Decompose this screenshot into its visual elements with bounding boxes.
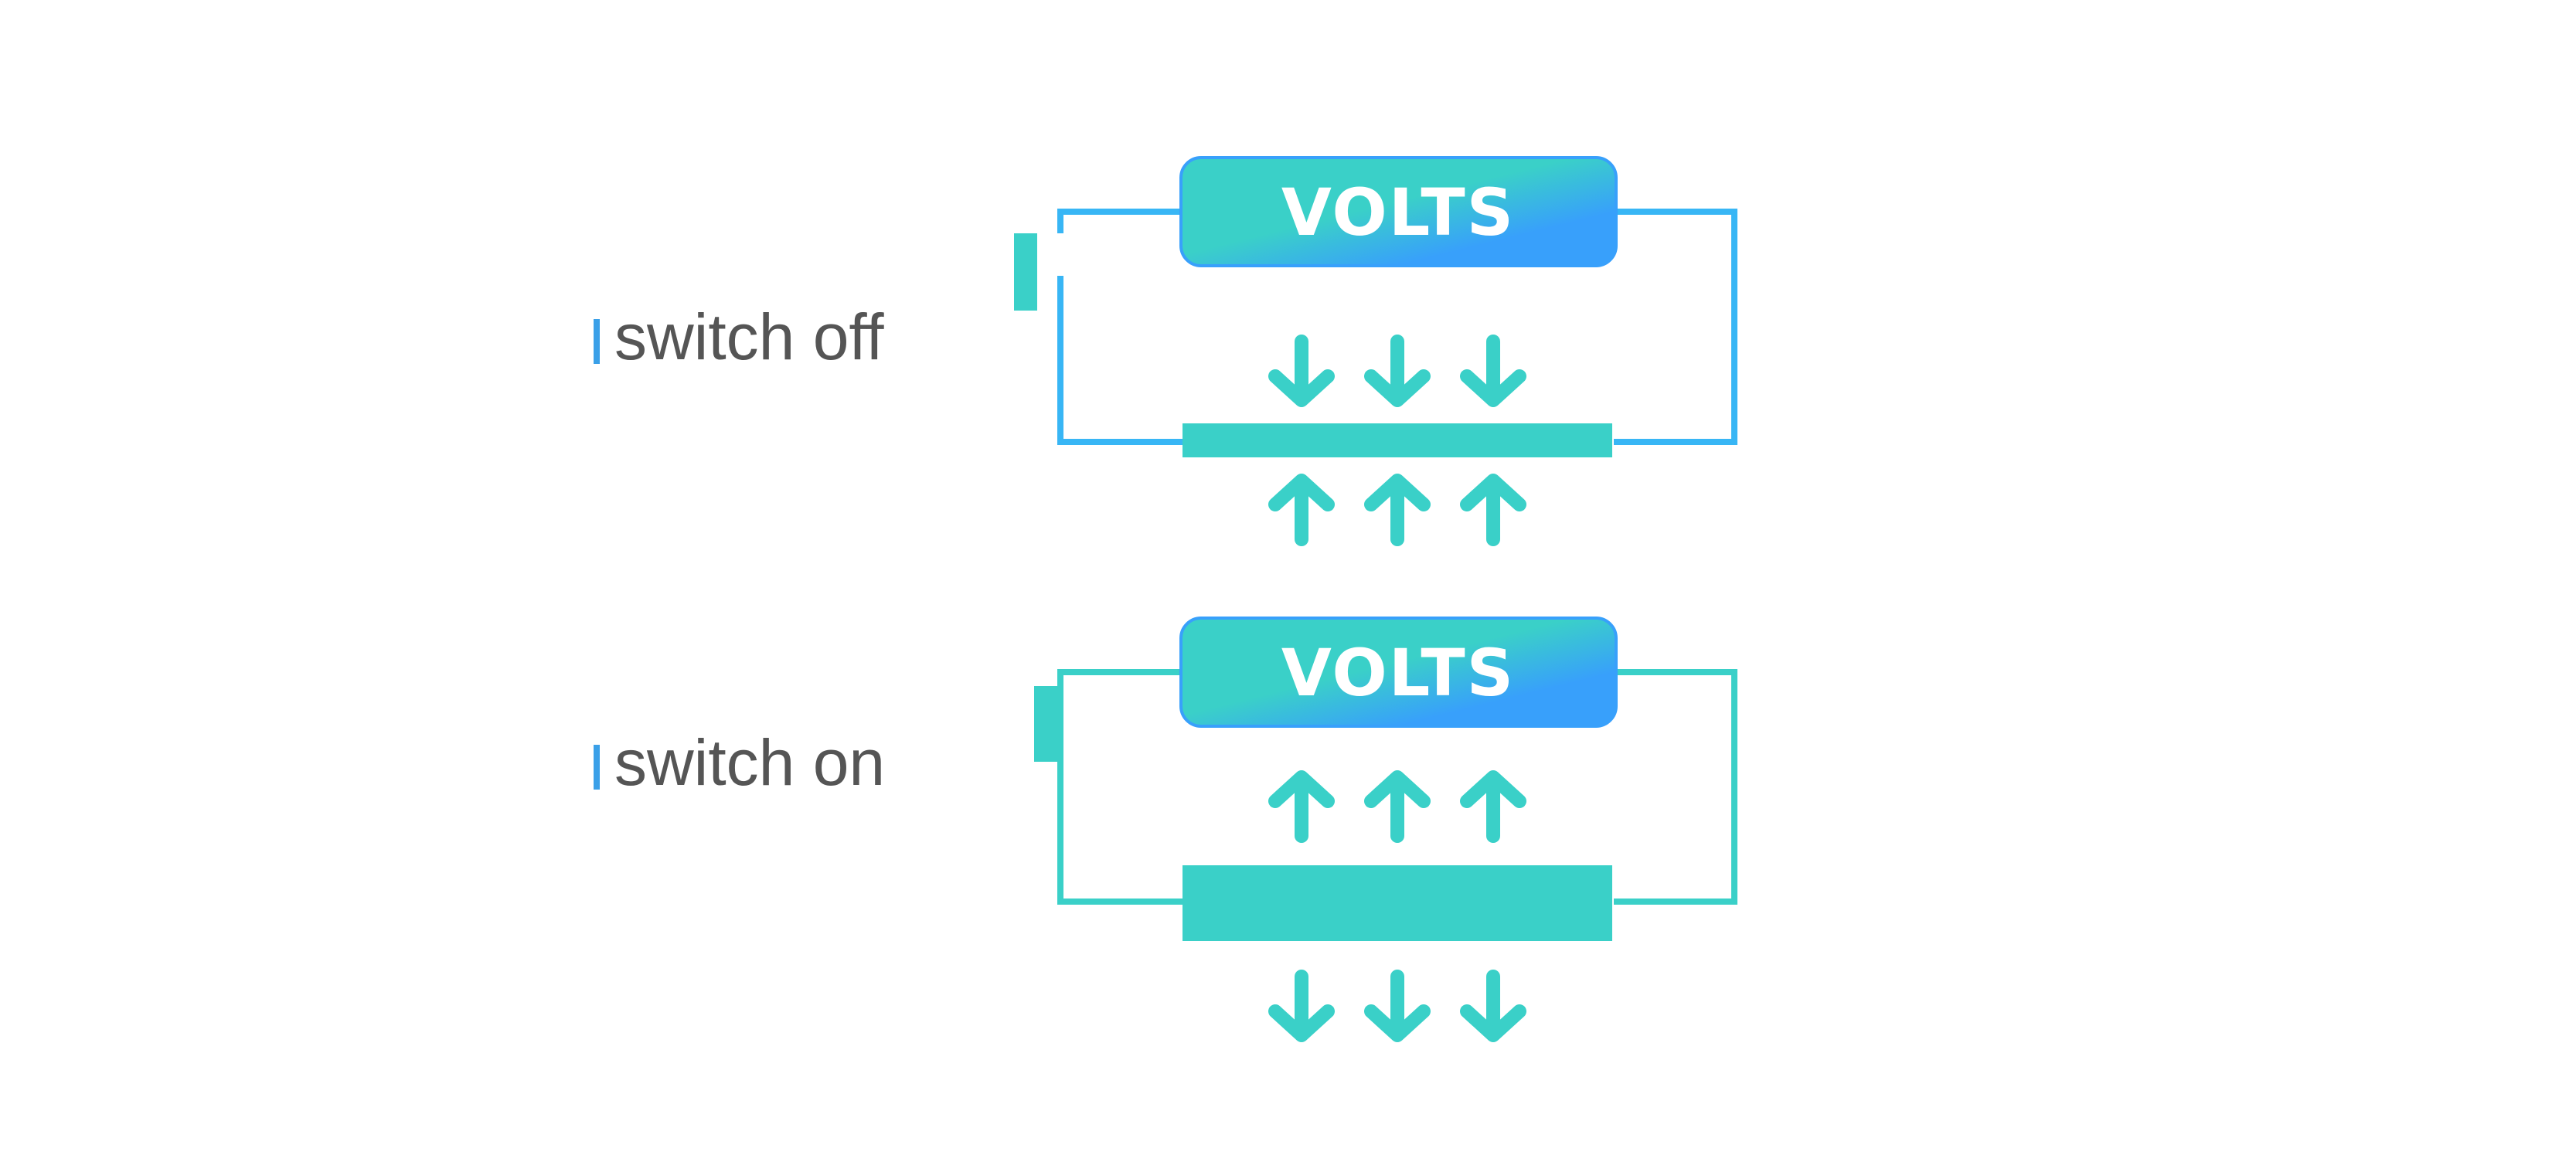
arrows-up-above-plate bbox=[1275, 777, 1519, 836]
arrows-up-below-plate bbox=[1275, 481, 1519, 539]
circuit-wire bbox=[1057, 669, 1737, 905]
diagram-switch-on: switch on VOLTS bbox=[594, 617, 1737, 1035]
arrows-down-below-plate bbox=[1275, 977, 1519, 1035]
volts-source: VOLTS bbox=[1179, 617, 1618, 728]
diagram-label: switch off bbox=[614, 301, 884, 373]
arrow-up-icon bbox=[1467, 481, 1519, 539]
arrow-up-icon bbox=[1275, 481, 1328, 539]
arrow-up-icon bbox=[1467, 777, 1519, 836]
plate-thin bbox=[1183, 423, 1612, 457]
arrow-down-icon bbox=[1371, 341, 1424, 400]
arrow-up-icon bbox=[1371, 777, 1424, 836]
switch-closed bbox=[1034, 686, 1063, 762]
circuit-wire bbox=[1057, 209, 1737, 445]
volts-label: VOLTS bbox=[1281, 635, 1515, 711]
arrow-down-icon bbox=[1275, 977, 1328, 1035]
diagram-switch-off: switch off VOLTS bbox=[594, 156, 1737, 539]
arrow-down-icon bbox=[1371, 977, 1424, 1035]
diagram-label: switch on bbox=[614, 726, 885, 799]
arrow-down-icon bbox=[1467, 977, 1519, 1035]
plate-thick bbox=[1183, 865, 1612, 941]
arrow-down-icon bbox=[1467, 341, 1519, 400]
arrow-up-icon bbox=[1371, 481, 1424, 539]
label-marker bbox=[594, 319, 600, 364]
arrow-down-icon bbox=[1275, 341, 1328, 400]
volts-source: VOLTS bbox=[1179, 156, 1618, 267]
label-marker bbox=[594, 745, 600, 790]
volts-label: VOLTS bbox=[1281, 175, 1515, 250]
switch-open bbox=[1014, 233, 1037, 311]
arrow-up-icon bbox=[1275, 777, 1328, 836]
arrows-down-above-plate bbox=[1275, 341, 1519, 400]
